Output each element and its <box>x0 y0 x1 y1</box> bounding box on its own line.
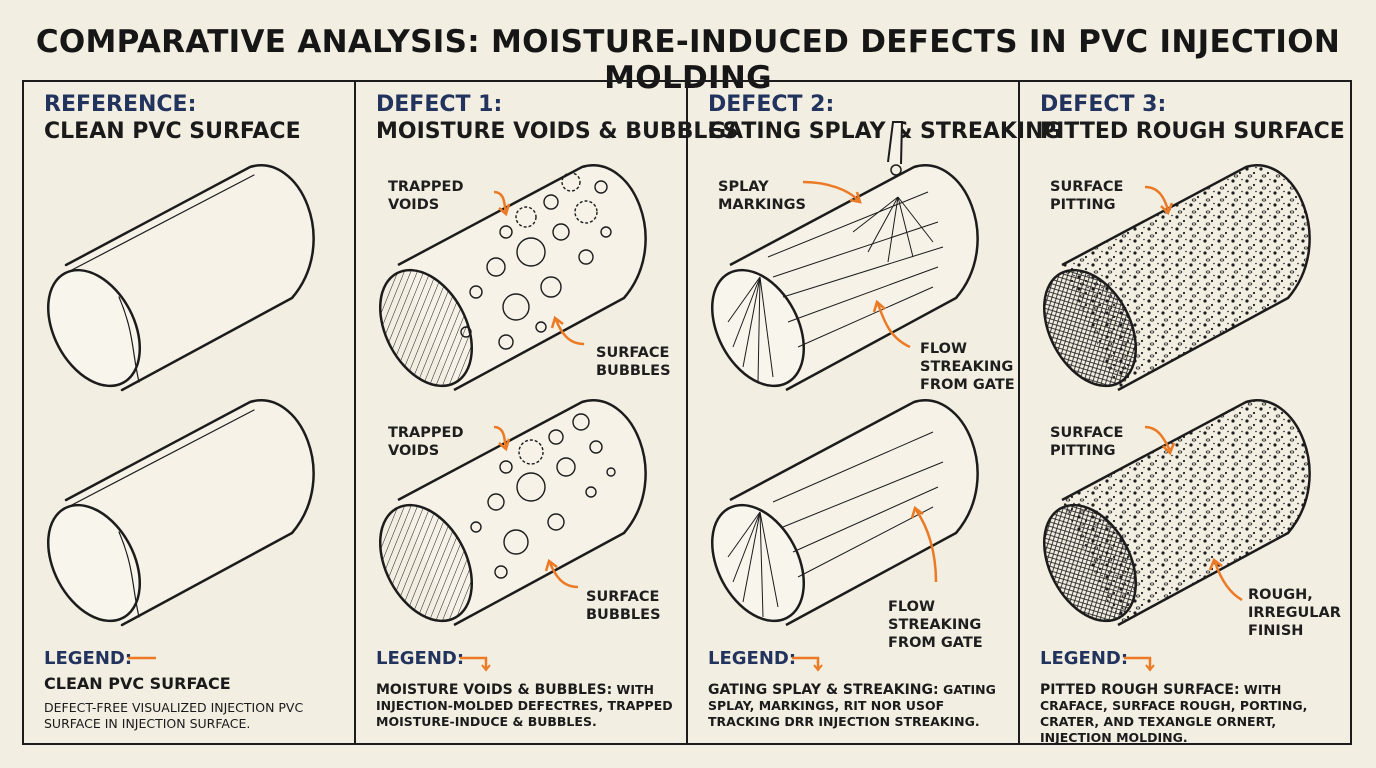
legend-heading: LEGEND: <box>1040 648 1129 669</box>
panel-heading-title: CLEAN PVC SURFACE <box>44 119 301 144</box>
void-bubbles-bottom <box>470 413 616 579</box>
gate-streaks-bottom <box>727 431 944 618</box>
legend-arrow-icon <box>460 656 491 672</box>
panel-defect-1: DEFECT 1: MOISTURE VOIDS & BUBBLES <box>356 82 738 743</box>
panel-defect-3: DEFECT 3: PITTED ROUGH SURFACE <box>1020 82 1350 746</box>
clean-cylinders-illustration <box>46 164 315 627</box>
legend-text: GATING SPLAY & STREAKING: GATING SPLAY, … <box>708 682 1008 730</box>
legend-title: CLEAN PVC SURFACE <box>44 674 231 693</box>
splay-cylinders-illustration <box>710 121 979 627</box>
panel-heading-title: PITTED ROUGH SURFACE <box>1040 119 1345 144</box>
legend-text: PITTED ROUGH SURFACE: WITH CRAFACE, SURF… <box>1040 682 1340 746</box>
splay-cylinder-bottom <box>710 399 979 627</box>
void-bubbles-top <box>460 172 612 350</box>
clean-cylinder-bottom <box>46 399 315 627</box>
legend-arrow-icon <box>1124 656 1155 672</box>
legend-title: PITTED ROUGH SURFACE: <box>1040 682 1240 698</box>
legend-description: DEFECT-FREE VISUALIZED INJECTION PVC SUR… <box>44 700 304 731</box>
legend-text: MOISTURE VOIDS & BUBBLES: WITH INJECTION… <box>376 682 676 730</box>
panel-heading-label: DEFECT 2: <box>708 92 835 117</box>
legend-description: WITH CRAFACE, SURFACE ROUGH, PORTING, CR… <box>1040 682 1308 745</box>
legend-arrow-icon <box>792 656 823 672</box>
pitted-cylinder-bottom <box>1042 399 1311 627</box>
voids-cylinders-illustration <box>378 164 647 627</box>
legend-description: GATING SPLAY, MARKINGS, RIT NOR USOF TRA… <box>708 682 996 729</box>
voids-cylinder-bottom <box>378 399 647 627</box>
panel-heading-label: DEFECT 1: <box>376 92 503 117</box>
panel-heading-title: MOISTURE VOIDS & BUBBLES <box>376 119 739 144</box>
legend-arrow-icon <box>128 656 156 660</box>
pitted-cylinder-top <box>1042 164 1311 392</box>
legend-title: GATING SPLAY & STREAKING: <box>708 682 939 698</box>
legend-title: MOISTURE VOIDS & BUBBLES: <box>376 682 613 698</box>
gate-streaks-top <box>727 191 944 383</box>
splay-cylinder-top <box>710 121 979 392</box>
panel-defect-2: DEFECT 2: GATING SPLAY & STREAKING <box>688 82 1062 743</box>
legend-heading: LEGEND: <box>44 648 133 669</box>
clean-cylinder-top <box>46 164 315 392</box>
panel-heading-label: REFERENCE: <box>44 92 197 117</box>
page-title: COMPARATIVE ANALYSIS: MOISTURE-INDUCED D… <box>35 24 1341 96</box>
legend-heading: LEGEND: <box>708 648 797 669</box>
panel-reference: REFERENCE: CLEAN PVC SURFACE LEGEND: CLE… <box>24 82 356 743</box>
legend-description: WITH INJECTION-MOLDED DEFECTRES, TRAPPED… <box>376 682 673 729</box>
panel-heading-label: DEFECT 3: <box>1040 92 1167 117</box>
panel-heading-title: GATING SPLAY & STREAKING <box>708 119 1062 144</box>
comparison-frame: REFERENCE: CLEAN PVC SURFACE LEGEND: CLE… <box>22 80 1352 745</box>
voids-cylinder-top <box>378 164 647 392</box>
pitted-cylinders-illustration <box>1042 164 1311 627</box>
legend-heading: LEGEND: <box>376 648 465 669</box>
